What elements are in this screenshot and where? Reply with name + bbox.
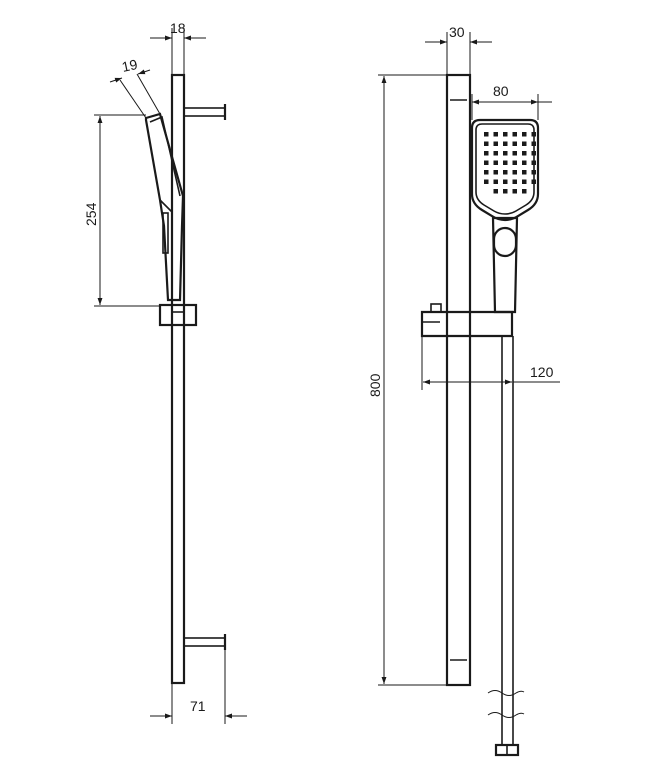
front-view: 30 80 800 120 <box>367 24 560 757</box>
dim-head-width: 80 <box>493 83 509 99</box>
nozzle <box>503 141 508 146</box>
nozzle <box>531 179 536 184</box>
dim-bar-offset: 18 <box>170 20 186 36</box>
nozzle <box>493 151 498 156</box>
nozzle <box>493 179 498 184</box>
dim-head-height: 254 <box>83 202 99 226</box>
nozzle <box>503 179 508 184</box>
side-hand-shower <box>144 112 185 302</box>
nozzle <box>484 151 489 156</box>
nozzle <box>512 170 517 175</box>
nozzle <box>512 160 517 165</box>
side-bottom-bracket <box>183 637 226 647</box>
nozzle <box>522 170 527 175</box>
side-top-bracket <box>183 107 226 117</box>
dim-bar-length: 800 <box>367 373 383 397</box>
front-shower-handle <box>491 216 519 314</box>
nozzle <box>531 170 536 175</box>
nozzle <box>493 189 498 194</box>
nozzle <box>531 132 536 137</box>
nozzle <box>493 170 498 175</box>
nozzle <box>522 151 527 156</box>
nozzle <box>512 141 517 146</box>
nozzle <box>522 132 527 137</box>
nozzle <box>484 141 489 146</box>
dim-wall-offset: 71 <box>190 698 206 714</box>
nozzle <box>503 160 508 165</box>
nozzle <box>522 179 527 184</box>
nozzle <box>531 160 536 165</box>
nozzle <box>531 141 536 146</box>
nozzle <box>531 151 536 156</box>
nozzle <box>512 151 517 156</box>
nozzle <box>484 179 489 184</box>
nozzle <box>512 189 517 194</box>
nozzle <box>484 160 489 165</box>
nozzle <box>484 170 489 175</box>
front-slide-bar <box>445 73 472 687</box>
nozzle <box>503 151 508 156</box>
nozzle <box>503 189 508 194</box>
nozzle <box>503 170 508 175</box>
nozzle <box>512 132 517 137</box>
front-shower-head <box>470 118 540 222</box>
nozzle <box>493 141 498 146</box>
dim-holder-depth: 120 <box>530 364 554 380</box>
nozzle <box>493 160 498 165</box>
nozzle <box>522 141 527 146</box>
nozzle <box>493 132 498 137</box>
nozzle-grid <box>484 132 536 194</box>
dim-head-thickness: 19 <box>120 56 139 75</box>
nozzle <box>503 132 508 137</box>
side-view: 18 19 254 71 <box>83 20 247 724</box>
nozzle <box>522 189 527 194</box>
nozzle <box>512 179 517 184</box>
nozzle <box>522 160 527 165</box>
side-holder <box>158 303 198 327</box>
dim-bar-width: 30 <box>449 24 465 40</box>
nozzle <box>484 132 489 137</box>
front-holder <box>420 310 514 338</box>
side-slide-bar <box>170 73 186 685</box>
front-handle-button <box>492 226 518 258</box>
